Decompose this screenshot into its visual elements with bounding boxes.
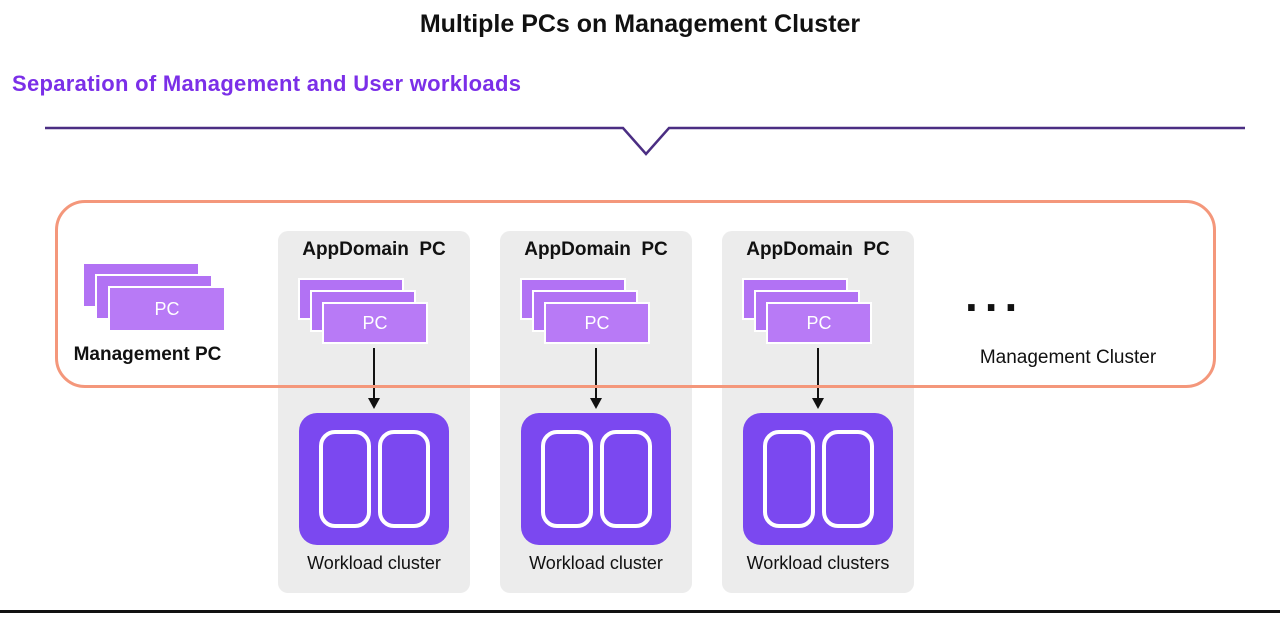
cluster-node-icon <box>377 430 430 528</box>
pc-card-icon: PC <box>544 302 650 344</box>
appdomain-panel-2: AppDomain PC PC Workload cluster <box>500 231 692 593</box>
pc-card-label: PC <box>584 312 610 333</box>
workload-cluster-icon <box>299 413 449 545</box>
management-pc-label: Management PC <box>73 344 222 365</box>
cluster-node-icon <box>599 430 652 528</box>
pc-card-icon: PC <box>766 302 872 344</box>
appdomain-pc-stack-icon: PC <box>520 278 650 346</box>
workload-cluster-icon <box>521 413 671 545</box>
pc-card-label: PC <box>154 298 180 319</box>
page-title: Multiple PCs on Management Cluster <box>419 10 861 38</box>
workload-cluster-icon <box>743 413 893 545</box>
appdomain-heading: AppDomain PC <box>302 239 446 260</box>
appdomain-panel-3: AppDomain PC PC Workload clusters <box>722 231 914 593</box>
management-cluster-label: Management Cluster <box>979 347 1157 368</box>
cluster-node-icon <box>762 430 815 528</box>
down-arrow-icon <box>812 398 824 409</box>
pc-card-icon: PC <box>322 302 428 344</box>
down-arrow-icon <box>373 348 375 398</box>
appdomain-heading: AppDomain PC <box>746 239 890 260</box>
workload-cluster-label: Workload cluster <box>529 553 663 573</box>
divider-line-with-notch <box>45 126 1245 156</box>
down-arrow-icon <box>590 398 602 409</box>
pc-card-label: PC <box>806 312 832 333</box>
appdomain-panel-1: AppDomain PC PC Workload cluster <box>278 231 470 593</box>
pc-card-icon: PC <box>108 286 226 332</box>
cluster-node-icon <box>318 430 371 528</box>
more-panels-ellipsis: ... <box>965 269 1025 321</box>
workload-cluster-label: Workload clusters <box>746 553 890 573</box>
subtitle: Separation of Management and User worklo… <box>12 71 522 96</box>
management-pc-stack-icon: PC <box>82 262 232 334</box>
down-arrow-icon <box>817 348 819 398</box>
down-arrow-icon <box>595 348 597 398</box>
down-arrow-icon <box>368 398 380 409</box>
cluster-node-icon <box>540 430 593 528</box>
bottom-rule <box>0 610 1280 613</box>
cluster-node-icon <box>821 430 874 528</box>
pc-card-label: PC <box>362 312 388 333</box>
appdomain-heading: AppDomain PC <box>524 239 668 260</box>
appdomain-pc-stack-icon: PC <box>298 278 428 346</box>
appdomain-pc-stack-icon: PC <box>742 278 872 346</box>
workload-cluster-label: Workload cluster <box>307 553 441 573</box>
